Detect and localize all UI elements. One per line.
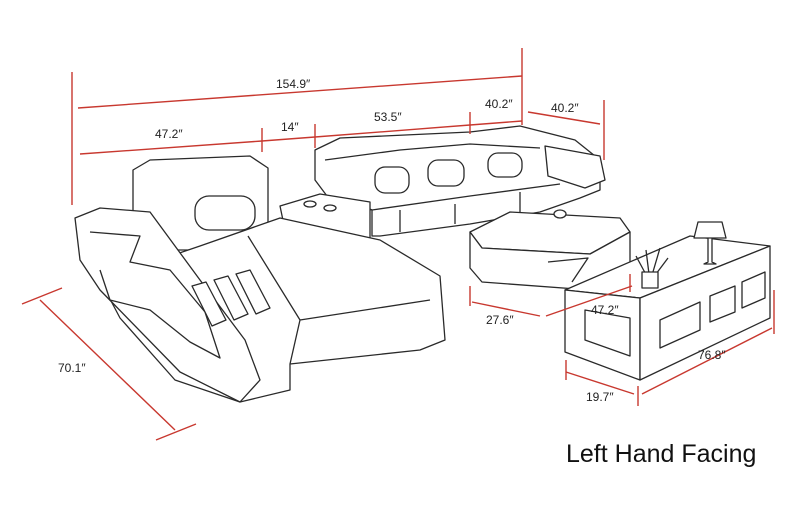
dimension-lines bbox=[21, 48, 775, 441]
chaise-seat-seam bbox=[247, 235, 431, 365]
coffee-depth-line bbox=[471, 301, 541, 317]
total-width-label: 154.9″ bbox=[276, 77, 311, 91]
table-lamp bbox=[693, 221, 727, 265]
chaise-arm bbox=[74, 207, 261, 403]
coffee-width-label: 47.2″ bbox=[591, 303, 619, 317]
end-seat-line bbox=[469, 120, 523, 126]
chaise-arm-contour bbox=[89, 231, 221, 359]
back-pillow bbox=[487, 152, 523, 178]
extension-line bbox=[21, 287, 63, 305]
chaise-depth-line bbox=[39, 299, 176, 431]
tv-stand-drawer bbox=[659, 271, 766, 349]
sectional-sofa-sketch bbox=[74, 125, 606, 403]
back-pillow bbox=[427, 159, 465, 187]
gap-line bbox=[261, 136, 316, 142]
coffee-table-vase bbox=[553, 209, 567, 219]
side-depth-label: 40.2″ bbox=[551, 101, 579, 115]
coffee-width-line bbox=[545, 285, 633, 317]
arm-led-slot bbox=[191, 281, 227, 327]
arm-led-slot bbox=[235, 269, 271, 315]
tv-stand-side-panel bbox=[584, 309, 631, 357]
side-depth-line bbox=[527, 111, 601, 125]
plant-decor bbox=[635, 247, 669, 283]
end-seat-label: 40.2″ bbox=[485, 97, 513, 111]
sofa-length-label: 53.5″ bbox=[374, 110, 402, 124]
tv-stand-side bbox=[639, 245, 771, 381]
tv-depth-label: 19.7″ bbox=[586, 390, 614, 404]
chaise-depth-label: 70.1″ bbox=[58, 361, 86, 375]
sofa-end-console bbox=[544, 145, 606, 189]
side-table-cup bbox=[303, 200, 317, 208]
tv-width-label: 76.8″ bbox=[698, 348, 726, 362]
chaise-width-label: 47.2″ bbox=[155, 127, 183, 141]
extension-line bbox=[155, 423, 197, 441]
side-table-cup bbox=[323, 204, 337, 212]
plant-pot bbox=[641, 271, 659, 289]
chaise-pillow bbox=[194, 195, 256, 231]
coffee-table-accent bbox=[547, 257, 589, 283]
tv-stand-sketch bbox=[564, 221, 771, 381]
coffee-depth-label: 27.6″ bbox=[486, 313, 514, 327]
back-pillow bbox=[374, 166, 410, 194]
total-width-line bbox=[77, 75, 523, 109]
chaise-width-line bbox=[79, 140, 263, 155]
tv-width-line bbox=[641, 327, 773, 395]
coffee-table-sketch bbox=[469, 209, 631, 291]
tv-depth-line bbox=[565, 371, 635, 395]
gap-label: 14″ bbox=[281, 120, 299, 134]
orientation-caption: Left Hand Facing bbox=[566, 440, 757, 468]
sofa-length-line bbox=[314, 124, 471, 138]
arm-led-slot bbox=[213, 275, 249, 321]
